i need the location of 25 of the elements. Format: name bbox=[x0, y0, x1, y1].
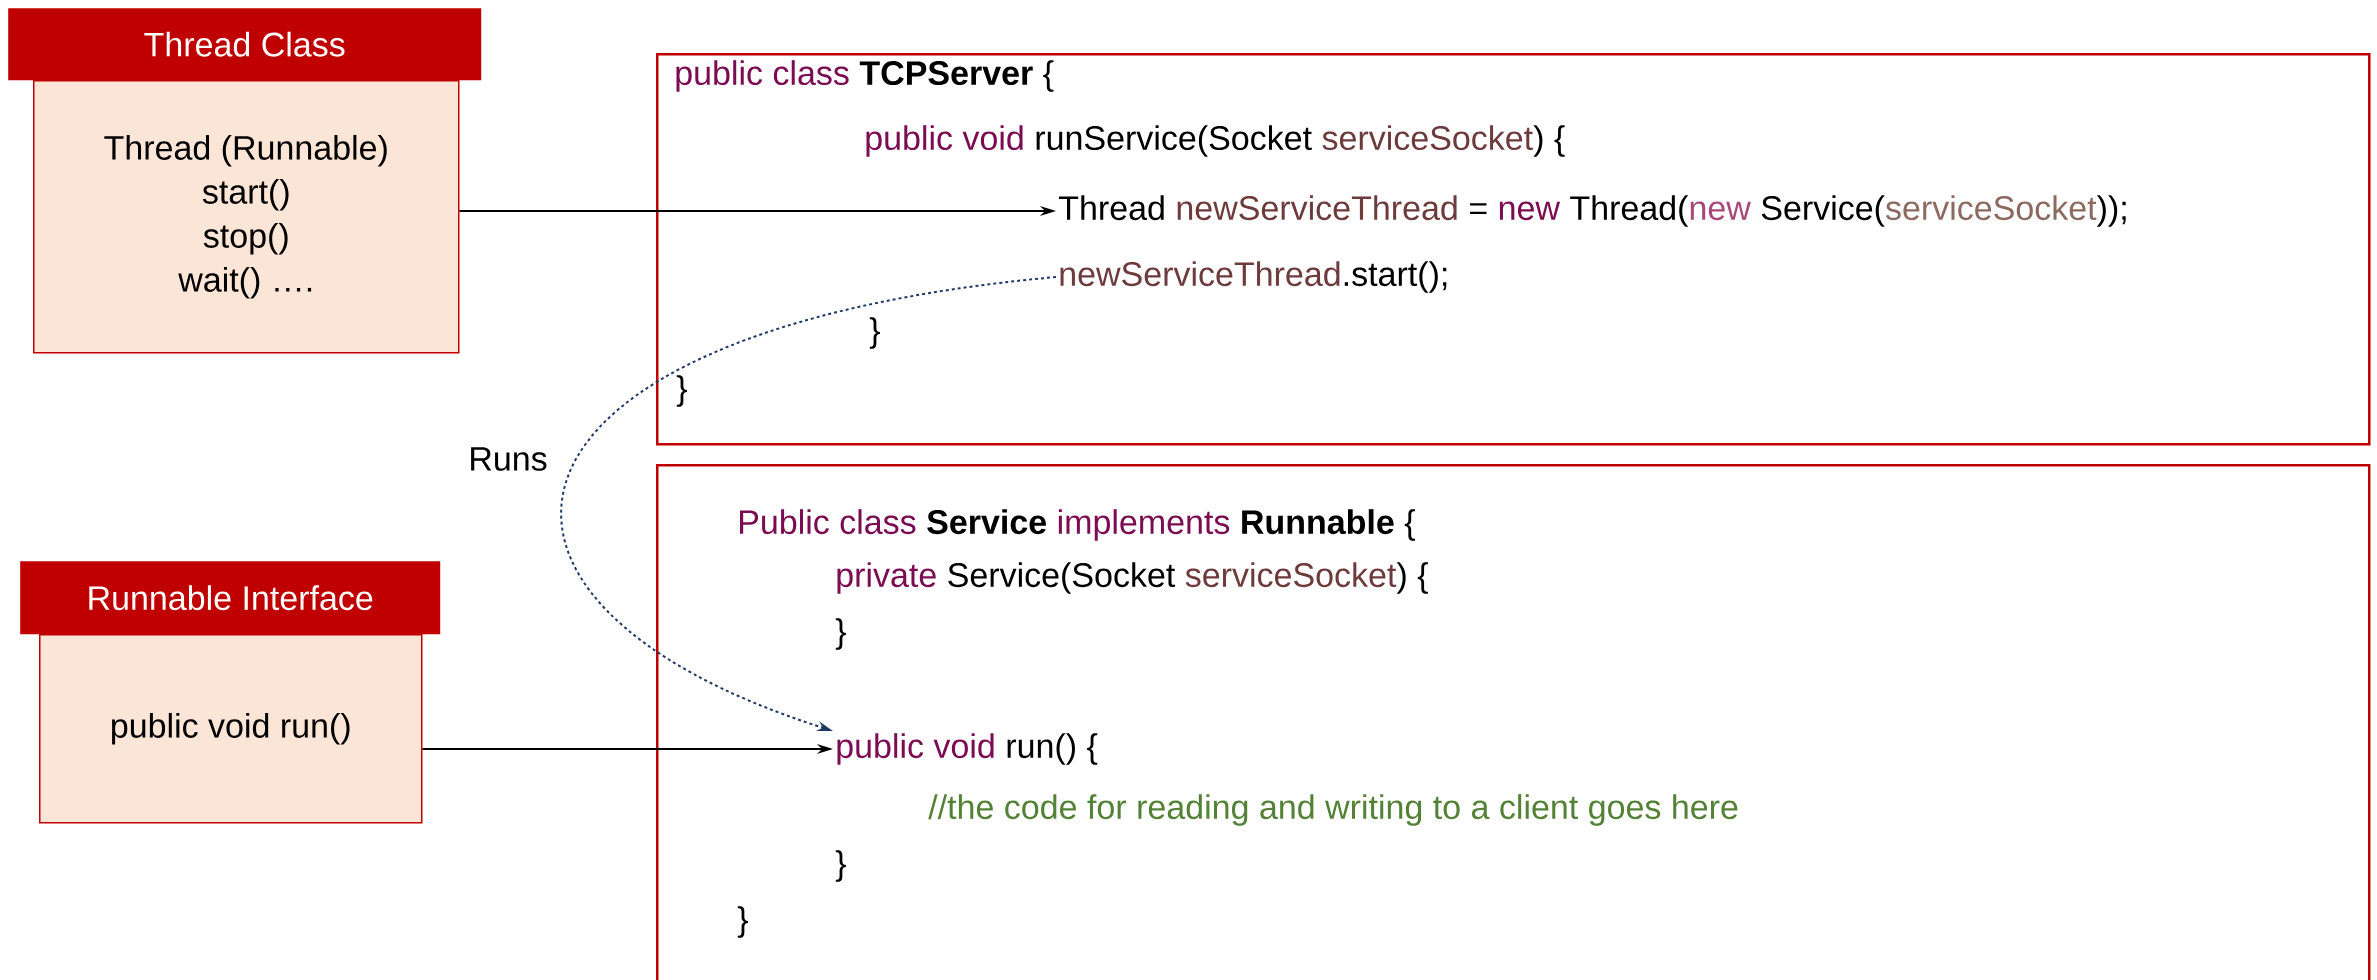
class-box: public void run() bbox=[39, 634, 423, 824]
class-box: Thread (Runnable) start() stop() wait() …. bbox=[33, 80, 460, 354]
code-line: private Service(Socket serviceSocket) { bbox=[837, 562, 1428, 594]
code-line: newServiceThread.start(); bbox=[1060, 261, 1447, 293]
node-label: start() bbox=[202, 178, 289, 211]
code-line: public void runService(Socket serviceSocket) { bbox=[866, 125, 1565, 157]
node-label: wait() …. bbox=[178, 266, 312, 299]
node-label: Thread (Runnable) bbox=[104, 134, 387, 167]
header-band: Runnable Interface bbox=[20, 561, 441, 635]
code-line: public class TCPServer { bbox=[676, 60, 1054, 92]
header-band: Thread Class bbox=[8, 8, 482, 81]
code-panel bbox=[656, 464, 2371, 980]
node-label: stop() bbox=[203, 222, 288, 255]
code-line: } bbox=[869, 317, 880, 349]
code-comment: //the code for reading and writing to a client goes here bbox=[928, 794, 1738, 826]
code-line: } bbox=[676, 375, 687, 407]
code-line: } bbox=[737, 906, 748, 938]
code-line: } bbox=[835, 618, 846, 650]
code-line: Thread newServiceThread = new Thread(new Service(serviceSocket)); bbox=[1059, 195, 2126, 227]
code-line: } bbox=[835, 850, 846, 882]
edge-label: Runs bbox=[466, 445, 550, 473]
code-line: public void run() { bbox=[837, 733, 1098, 765]
code-line: Public class Service implements Runnable { bbox=[740, 509, 1415, 541]
arrow bbox=[560, 276, 1057, 731]
code-panel bbox=[656, 53, 2371, 446]
